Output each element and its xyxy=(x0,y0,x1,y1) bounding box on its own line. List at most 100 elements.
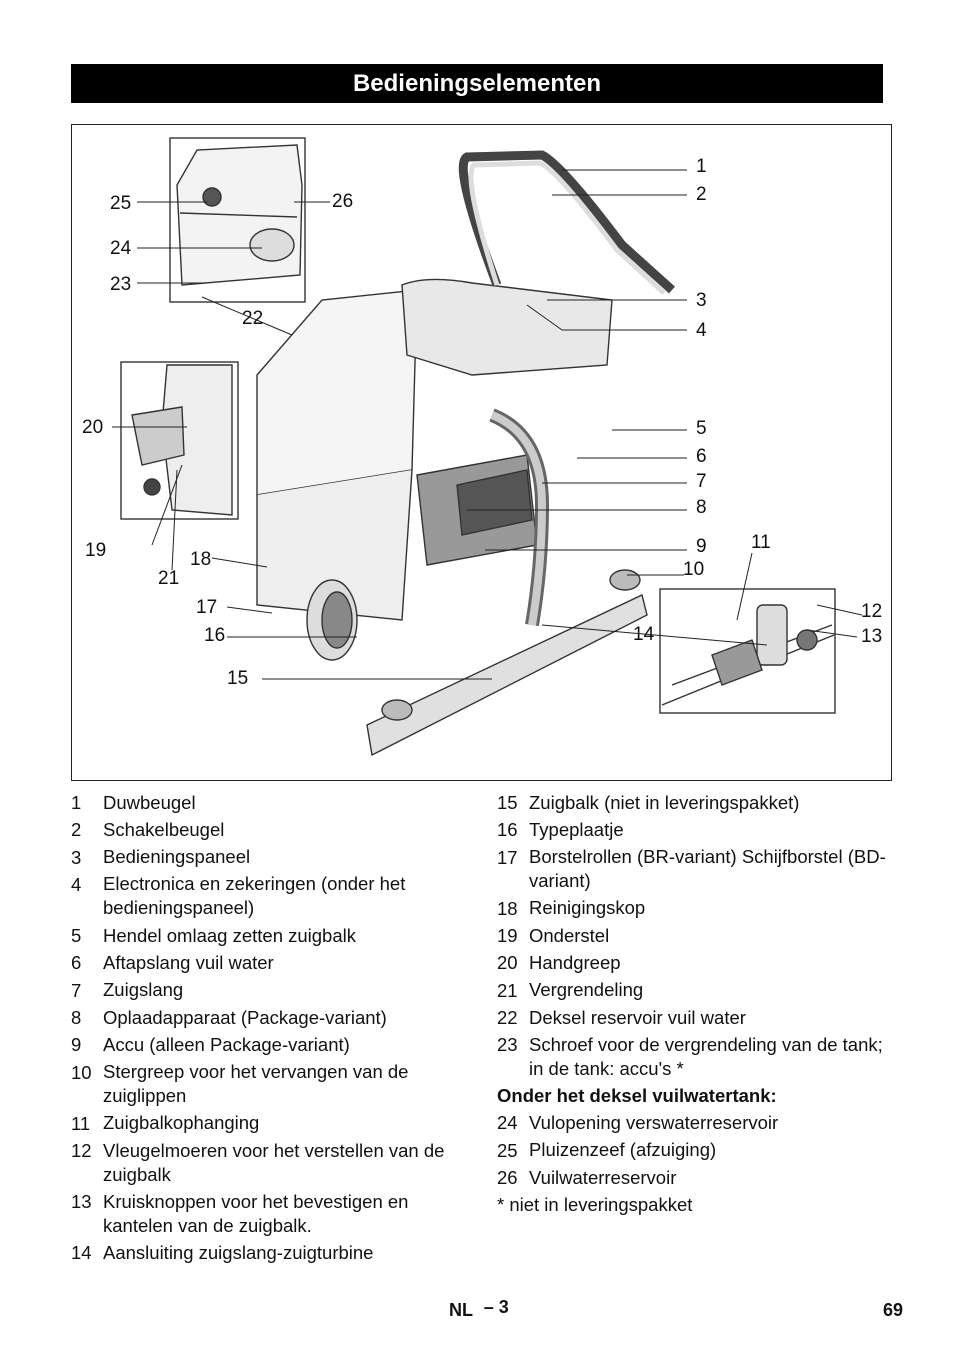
callout-25: 25 xyxy=(110,193,132,214)
legend-item-number: 14 xyxy=(71,1242,92,1264)
callout-13: 13 xyxy=(861,626,883,647)
legend-item: 13 Kruisknoppen voor het bevestigen en ka… xyxy=(71,1188,466,1239)
legend-item-number: 7 xyxy=(71,979,82,1001)
legend-item-number: 8 xyxy=(71,1006,82,1028)
callout-24: 24 xyxy=(110,238,132,259)
footer-language-section: NL – 3 xyxy=(449,1297,509,1321)
legend-item-number: 4 xyxy=(71,873,82,895)
callout-22: 22 xyxy=(242,308,264,329)
legend-item-text: Pluizenzeef (afzuiging) xyxy=(529,1139,717,1161)
legend-item: 12 Vleugelmoeren voor het verstellen van … xyxy=(71,1137,466,1188)
legend-item-number: 19 xyxy=(497,925,518,947)
machine-diagram: 1 2 3 4 5 6 7 8 9 10 11 12 13 14 15 16 1… xyxy=(71,124,892,781)
legend-item: 5 Hendel omlaag zetten zuigbalk xyxy=(71,922,466,949)
legend-item-text: Zuigbalk (niet in leveringspakket) xyxy=(529,791,800,813)
legend-item-number: 11 xyxy=(71,1112,91,1134)
legend-item-text: Borstelrollen (BR-variant) Schijfborstel… xyxy=(529,846,886,892)
callout-12: 12 xyxy=(861,601,883,622)
legend-item-number: 21 xyxy=(497,979,518,1001)
legend-item-number: 10 xyxy=(71,1061,92,1083)
callout-1: 1 xyxy=(696,156,707,177)
legend-item: 4 Electronica en zekeringen (onder het be… xyxy=(71,871,466,922)
legend-item-number: 16 xyxy=(497,819,518,841)
footer-section: – 3 xyxy=(483,1297,509,1317)
legend-item: 21 Vergrendeling xyxy=(497,977,897,1004)
legend-item-number: 13 xyxy=(71,1191,92,1213)
legend-item-text: Accu (alleen Package-variant) xyxy=(103,1033,350,1055)
callout-17: 17 xyxy=(196,597,218,618)
legend-item-text: Vulopening verswaterreservoir xyxy=(529,1112,779,1134)
legend-item-text: Vuilwaterreservoir xyxy=(529,1166,677,1188)
legend-item: 25 Pluizenzeef (afzuiging) xyxy=(497,1137,897,1164)
legend-item-text: Schroef voor de vergrendeling van de tan… xyxy=(529,1033,883,1079)
legend-item: 17 Borstelrollen (BR-variant) Schijfborst… xyxy=(497,844,897,895)
legend-item: 3 Bedieningspaneel xyxy=(71,844,466,871)
legend-item-text: Electronica en zekeringen (onder het bed… xyxy=(103,873,406,919)
callout-2: 2 xyxy=(696,184,707,205)
callout-6: 6 xyxy=(696,446,707,467)
legend-item: 16 Typeplaatje xyxy=(497,816,897,843)
legend-item-number: 22 xyxy=(497,1006,518,1028)
legend-item-text: Vergrendeling xyxy=(529,979,644,1001)
legend-item: 18 Reinigingskop xyxy=(497,895,897,922)
legend-item-text: Onderstel xyxy=(529,924,610,946)
legend-item-text: Aftapslang vuil water xyxy=(103,951,274,973)
page-title: Bedieningselementen xyxy=(71,64,883,103)
callout-23: 23 xyxy=(110,274,132,295)
callout-21: 21 xyxy=(158,568,180,589)
legend-item-text: Typeplaatje xyxy=(529,818,624,840)
legend-item-text: Vleugelmoeren voor het verstellen van de… xyxy=(103,1139,445,1185)
legend-item-number: 20 xyxy=(497,952,518,974)
callout-10: 10 xyxy=(683,559,705,580)
callout-14: 14 xyxy=(633,624,655,645)
callout-15: 15 xyxy=(227,668,249,689)
legend-item-text: Hendel omlaag zetten zuigbalk xyxy=(103,924,356,946)
legend-item: 14 Aansluiting zuigslang-zuigturbine xyxy=(71,1239,466,1266)
legend-item: 20 Handgreep xyxy=(497,949,897,976)
legend-item-number: 1 xyxy=(71,792,82,813)
callout-4: 4 xyxy=(696,320,707,341)
legend-item-text: Bedieningspaneel xyxy=(103,846,251,868)
legend-item-text: Oplaadapparaat (Package-variant) xyxy=(103,1006,387,1028)
callout-20: 20 xyxy=(82,417,104,438)
legend-item-text: Kruisknoppen voor het bevestigen en kant… xyxy=(103,1190,409,1236)
machine-illustration xyxy=(112,137,863,757)
legend-item-text: Stergreep voor het vervangen van de zuig… xyxy=(103,1061,409,1107)
legend-item: 19 Onderstel xyxy=(497,922,897,949)
footer-language: NL xyxy=(449,1300,473,1320)
callout-26: 26 xyxy=(332,191,354,212)
legend-item-number: 3 xyxy=(71,846,82,868)
callout-18: 18 xyxy=(190,549,212,570)
legend-item-text: Aansluiting zuigslang-zuigturbine xyxy=(103,1242,374,1264)
legend-subheading: Onder het deksel vuilwatertank: xyxy=(497,1085,777,1107)
callout-19: 19 xyxy=(85,540,107,561)
legend-item: 8 Oplaadapparaat (Package-variant) xyxy=(71,1004,466,1031)
legend-item: 10 Stergreep voor het vervangen van de zu… xyxy=(71,1059,466,1110)
legend-item-number: 18 xyxy=(497,897,518,919)
legend-item-number: 5 xyxy=(71,925,82,947)
legend-item: 6 Aftapslang vuil water xyxy=(71,949,466,976)
page-number: 69 xyxy=(883,1300,904,1320)
legend-item-text: Reinigingskop xyxy=(529,897,646,919)
legend-item-text: Handgreep xyxy=(529,951,621,973)
legend-item-text: Zuigbalkophanging xyxy=(103,1112,260,1134)
callout-5: 5 xyxy=(696,418,707,439)
callout-16: 16 xyxy=(204,625,226,646)
callout-3: 3 xyxy=(696,290,707,311)
callout-9: 9 xyxy=(696,536,707,557)
legend-item-number: 6 xyxy=(71,952,82,974)
legend-item-number: 25 xyxy=(497,1139,518,1161)
legend-item-number: 17 xyxy=(497,846,518,868)
legend-item-number: 12 xyxy=(71,1140,92,1162)
legend-footnote: * niet in leveringspakket xyxy=(497,1194,693,1216)
legend-item-number: 24 xyxy=(497,1112,518,1134)
